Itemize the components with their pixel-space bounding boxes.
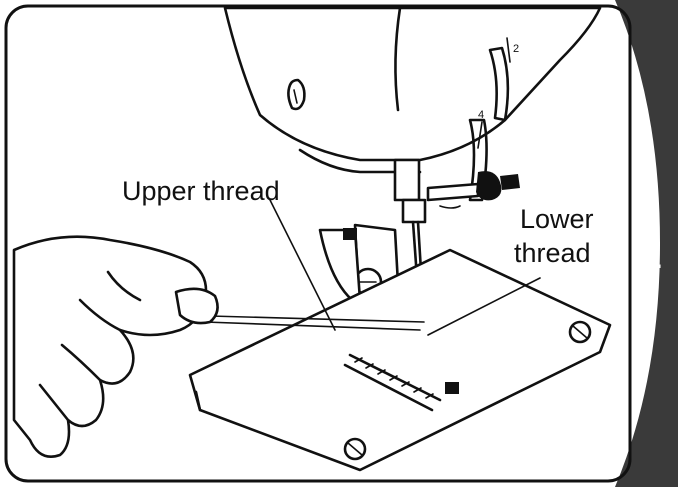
upper-thread-leader xyxy=(269,199,336,331)
machine-head: 2 4 xyxy=(223,6,602,202)
frame-border xyxy=(4,4,632,483)
step-tab xyxy=(615,0,678,487)
lower-thread-leader xyxy=(427,277,541,336)
step-number: 2 xyxy=(637,226,663,278)
feed-dogs xyxy=(343,353,442,412)
label-lower-thread-line1: Lower xyxy=(520,204,594,234)
needle-plate xyxy=(188,248,612,472)
machine-mark-upper: 2 xyxy=(513,43,519,55)
label-upper-thread: Upper thread xyxy=(122,176,280,206)
upper-thread-strand xyxy=(204,321,421,331)
hand xyxy=(12,235,219,458)
head-lens xyxy=(287,78,306,111)
needle-screw-knob xyxy=(476,171,502,201)
lower-thread-strand xyxy=(209,315,425,323)
label-lower-thread-line2: thread xyxy=(514,238,591,268)
needle-bar-guide xyxy=(468,118,488,202)
machine-mark-lower: 4 xyxy=(478,109,484,121)
thread-guide-slot xyxy=(488,46,510,122)
